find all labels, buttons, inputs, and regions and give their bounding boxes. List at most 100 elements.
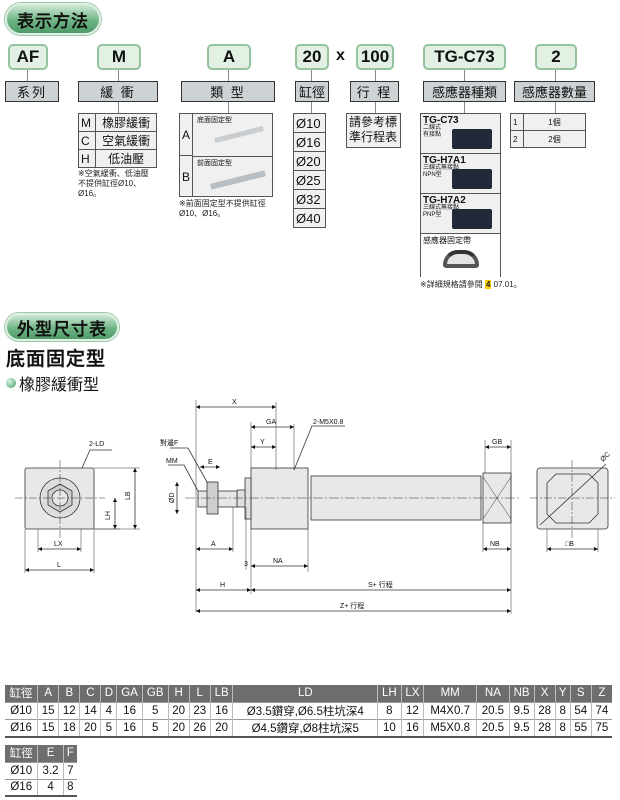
- sensor-model: TG-H7A1: [423, 155, 466, 166]
- separator: x: [336, 47, 345, 64]
- table-cell: Ø10: [10, 764, 33, 777]
- column-header: GB: [141, 685, 169, 702]
- sensor-image: [452, 129, 492, 149]
- type-options: A 底面固定型 B 前面固定型: [179, 113, 273, 197]
- label-lb: LB: [125, 491, 132, 500]
- bore-option: Ø32: [293, 189, 326, 209]
- table-cell: 16: [116, 702, 143, 719]
- bore-option: Ø25: [293, 170, 326, 190]
- column-header: NA: [476, 685, 510, 702]
- page-heading: 底面固定型: [6, 349, 107, 370]
- option-code: 2: [510, 130, 524, 148]
- label-mm: MM: [166, 458, 178, 465]
- option-label: 底面固定型: [197, 117, 232, 124]
- option-code: A: [180, 114, 193, 156]
- table-cell: 20.5: [476, 702, 510, 719]
- column-header: C: [79, 685, 101, 702]
- table-cell: 9.5: [508, 719, 535, 737]
- column-header: LD: [232, 685, 378, 702]
- column-header: X: [533, 685, 556, 702]
- cylinder-head: [250, 467, 309, 530]
- label-e: E: [208, 459, 213, 466]
- table-cell: 8: [62, 779, 77, 796]
- table-cell: M4X0.7: [423, 702, 477, 719]
- column-header: 缸徑: [5, 745, 38, 762]
- code-series: AF: [8, 44, 48, 70]
- table-cell: Ø10: [10, 704, 32, 717]
- table-cell: 4: [37, 779, 64, 796]
- type-note: ※前面固定型不提供缸徑Ø10、Ø16。: [179, 199, 266, 218]
- buffer-note: ※空氣緩衝、低油壓不提供缸徑Ø10、Ø16。: [78, 169, 149, 198]
- table-cell: Ø3.5鑽穿,Ø6.5柱坑深4: [232, 702, 378, 719]
- table-cell: 20: [167, 702, 190, 719]
- column-header: Y: [554, 685, 571, 702]
- table-cell: 20: [209, 719, 233, 737]
- column-header: L: [188, 685, 211, 702]
- table-cell: 9.5: [508, 702, 535, 719]
- option-code: M: [77, 113, 97, 132]
- label-port: 2-M5X0.8: [313, 419, 343, 426]
- label-sensor-type: 感應器種類: [423, 81, 506, 102]
- table-cell: 12: [400, 702, 424, 719]
- table-cell: 5: [100, 719, 117, 737]
- column-header: GA: [116, 685, 143, 702]
- label-c: ØC: [599, 451, 611, 463]
- code-stroke: 100: [356, 44, 394, 70]
- label-gb: GB: [492, 439, 502, 446]
- sub-heading-text: 橡膠緩衝型: [19, 377, 100, 394]
- bracket-label: 感應器固定帶: [423, 236, 471, 245]
- column-header: LH: [377, 685, 402, 702]
- table-cell: 16: [400, 719, 424, 737]
- label-lx: LX: [54, 541, 63, 548]
- table-cell: 74: [590, 702, 612, 719]
- table-cell: 20: [79, 719, 101, 737]
- column-header: MM: [423, 685, 477, 702]
- sensor-bracket: 感應器固定帶: [421, 234, 500, 277]
- table-cell: 28: [533, 719, 556, 737]
- table-cell: 15: [37, 702, 59, 719]
- label-type: 類 型: [181, 81, 275, 102]
- option-label: 低油壓: [95, 149, 157, 168]
- label-3: 3: [244, 561, 248, 568]
- label-z: Z+ 行程: [340, 601, 364, 610]
- table-cell: M5X0.8: [423, 719, 477, 737]
- section-title: 外型尺寸表: [17, 319, 107, 339]
- label-s: S+ 行程: [368, 580, 393, 589]
- sensor-desc: PNP型: [423, 212, 442, 218]
- bore-option: Ø16: [293, 132, 326, 152]
- table-cell: 75: [590, 719, 612, 737]
- label-d: ØD: [169, 493, 176, 504]
- column-header: Z: [590, 685, 612, 702]
- code-type: A: [207, 44, 251, 70]
- table-cell: 54: [569, 702, 592, 719]
- table-cell: 16: [209, 702, 233, 719]
- label-ld: 2-LD: [89, 441, 104, 448]
- option-label: 2個: [523, 130, 586, 148]
- table-cell: 26: [188, 719, 211, 737]
- sensor-model: TG-H7A2: [423, 195, 466, 206]
- dimension-drawing: 2-LD LB LH LX L X GA Y 2-M5X0.8 對邊F MM E…: [15, 399, 615, 614]
- table-cell: 10: [377, 719, 402, 737]
- column-header: NB: [508, 685, 535, 702]
- bracket-image: [443, 250, 479, 268]
- table-cell: 15: [37, 719, 59, 737]
- label-y: Y: [260, 439, 265, 446]
- option-code: H: [77, 149, 97, 168]
- sensor-image: [452, 169, 492, 189]
- column-header: B: [58, 685, 80, 702]
- sensor-desc: 有接點: [423, 132, 442, 138]
- label-nb: NB: [490, 541, 500, 548]
- table-cell: 12: [58, 702, 80, 719]
- table-cell: 8: [554, 719, 571, 737]
- column-header: A: [37, 685, 59, 702]
- column-header: 缸徑: [5, 685, 38, 702]
- option-label: 前面固定型: [197, 160, 232, 167]
